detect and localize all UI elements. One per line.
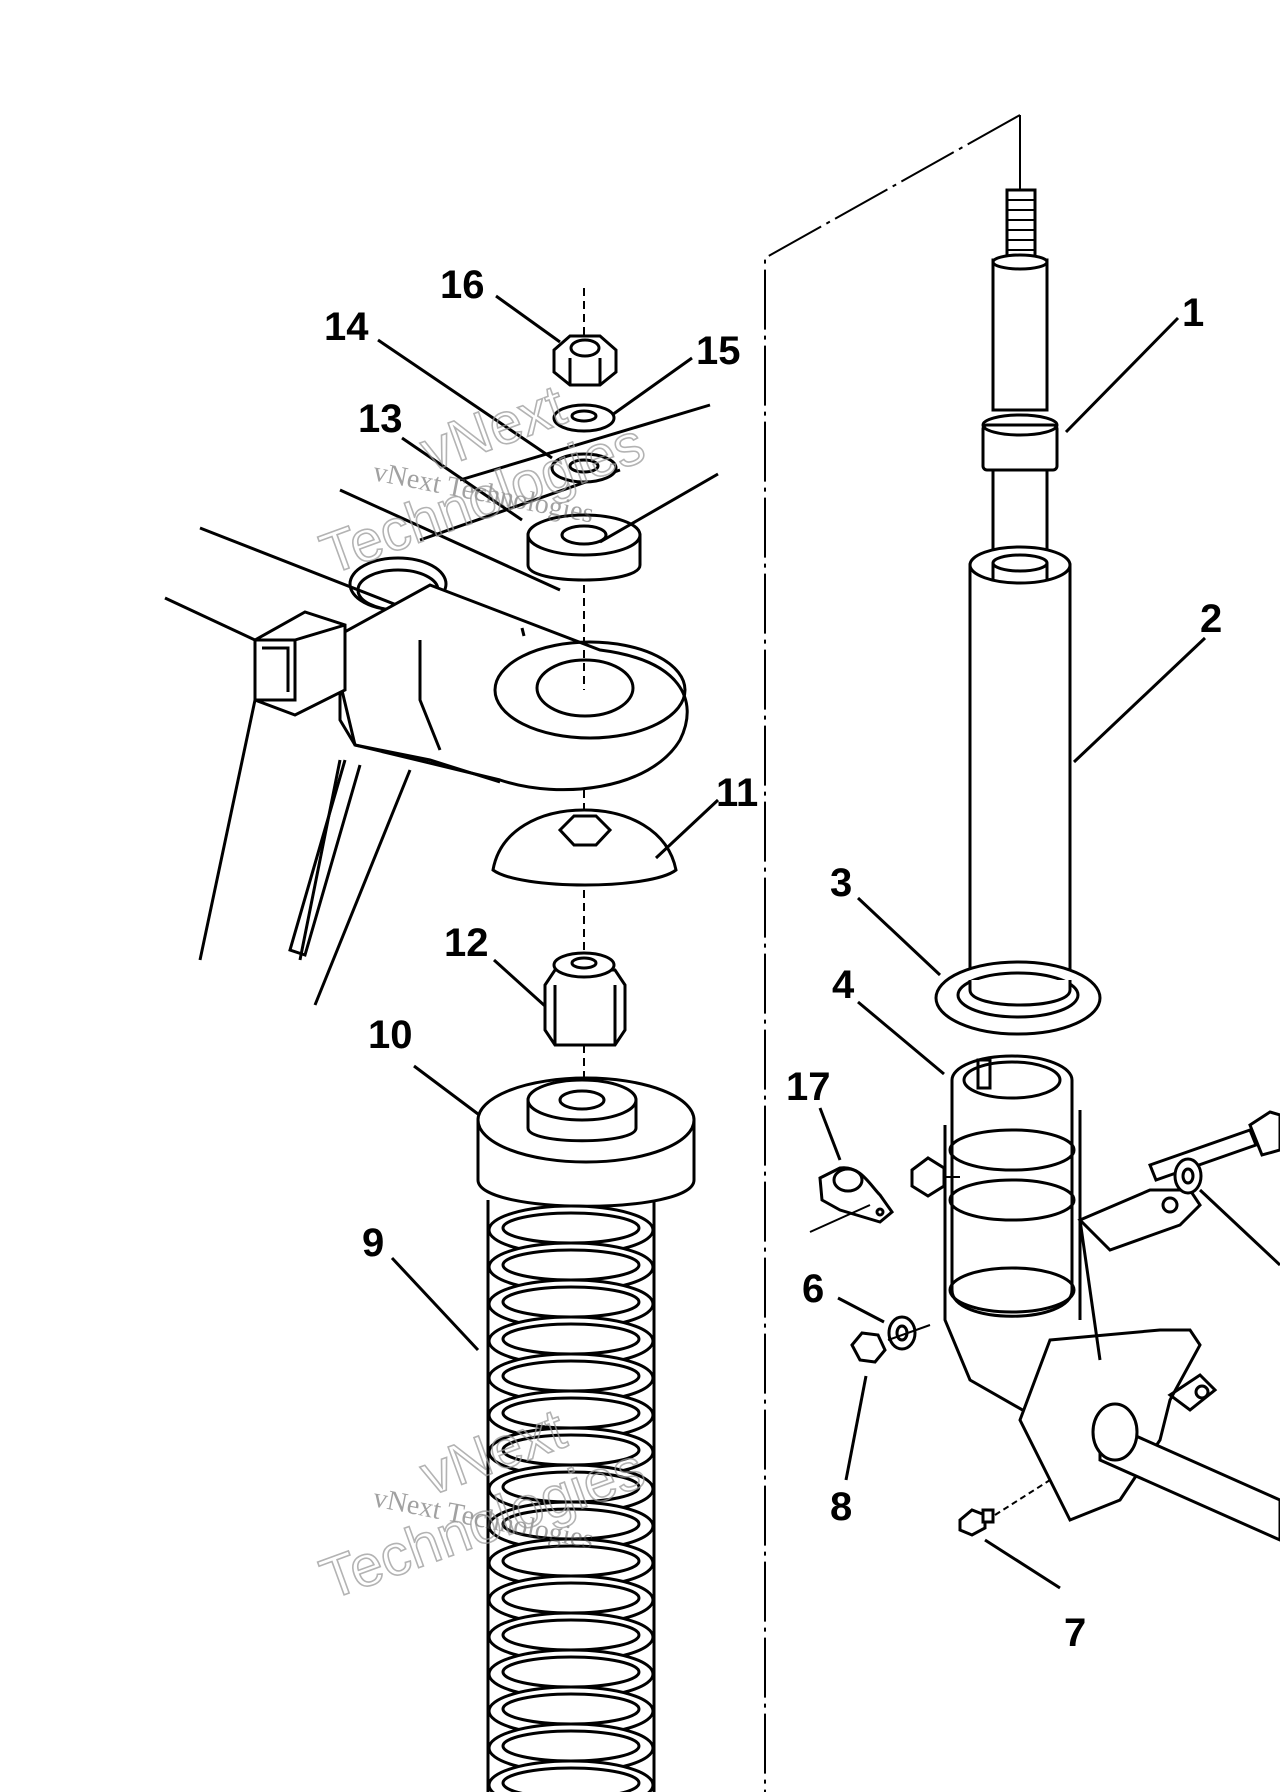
spring-coil-inner bbox=[501, 1766, 641, 1792]
upper-hardware-stack bbox=[526, 288, 642, 690]
callout-8: 8 bbox=[830, 1485, 852, 1529]
small-hardware bbox=[850, 1315, 1051, 1537]
lower-cap-and-nut bbox=[491, 790, 678, 1085]
callout-11: 11 bbox=[716, 771, 758, 815]
callout-15: 15 bbox=[696, 329, 741, 373]
callout-1: 1 bbox=[1182, 291, 1204, 335]
callout-6: 6 bbox=[802, 1267, 824, 1311]
callout-13: 13 bbox=[358, 397, 403, 441]
callout-14: 14 bbox=[324, 305, 369, 349]
steering-arm-bolt bbox=[1148, 1110, 1280, 1195]
coil-spring-assembly bbox=[476, 1076, 696, 1792]
rod-threads bbox=[1007, 199, 1035, 251]
spindle-knuckle bbox=[943, 1054, 1280, 1542]
strut-shock-absorber bbox=[934, 188, 1102, 1036]
callout-7: 7 bbox=[1064, 1611, 1086, 1655]
leader-lines bbox=[377, 294, 1280, 1590]
callout-12: 12 bbox=[444, 921, 489, 965]
hose-clamp bbox=[809, 1156, 960, 1233]
callout-16: 16 bbox=[440, 263, 485, 307]
explode-boundary bbox=[764, 114, 1021, 1792]
callout-10: 10 bbox=[368, 1013, 413, 1057]
callout-3: 3 bbox=[830, 861, 852, 905]
upper-control-arm bbox=[164, 403, 711, 1006]
callout-4: 4 bbox=[832, 963, 855, 1007]
callout-2: 2 bbox=[1200, 597, 1222, 641]
callout-17: 17 bbox=[786, 1065, 831, 1109]
spring-coils bbox=[487, 1204, 655, 1792]
callout-numbers: 1 2 3 4 6 7 8 9 10 11 12 13 14 15 16 17 bbox=[324, 263, 1222, 1655]
callout-9: 9 bbox=[362, 1221, 384, 1265]
